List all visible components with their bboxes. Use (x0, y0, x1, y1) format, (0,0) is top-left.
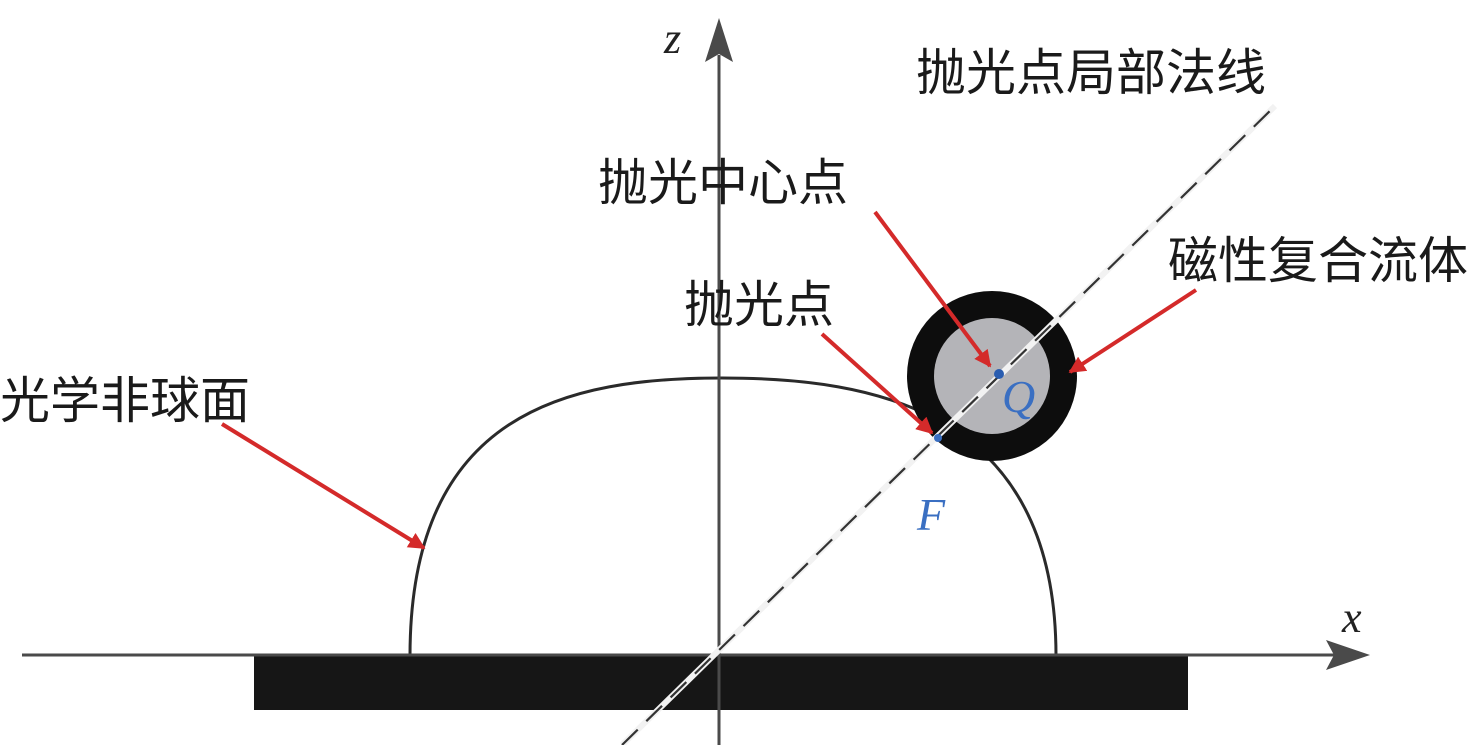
polishing-center-label: Q (1002, 371, 1035, 422)
polishing-center-text: 抛光中心点 (598, 154, 848, 212)
contact-point-dot (934, 434, 942, 442)
aspheric-surface-outline (408, 376, 1058, 657)
arrow-to-magnetic-fluid (1068, 288, 1198, 374)
x-axis-arrowhead (1326, 640, 1370, 670)
aspheric-surface-label: 光学非球面 (0, 372, 250, 430)
contact-point-label: F (916, 489, 946, 540)
local-normal-label: 抛光点局部法线 (916, 44, 1266, 102)
arrow-to-aspheric-surface (220, 422, 426, 550)
magnetic-fluid-label: 磁性复合流体 (1168, 232, 1468, 290)
polishing-center-dot (994, 369, 1004, 379)
x-axis-label: x (1341, 593, 1362, 642)
arrow-to-polishing-center (873, 210, 992, 368)
local-normal-dashed (621, 105, 1276, 745)
base-plate (254, 656, 1188, 710)
z-axis-arrowhead (705, 18, 733, 62)
polishing-tool-core (934, 318, 1050, 434)
arrow-to-polishing-point (820, 332, 934, 435)
polishing-point-label: 抛光点 (684, 276, 834, 334)
z-axis-label: z (663, 14, 681, 63)
